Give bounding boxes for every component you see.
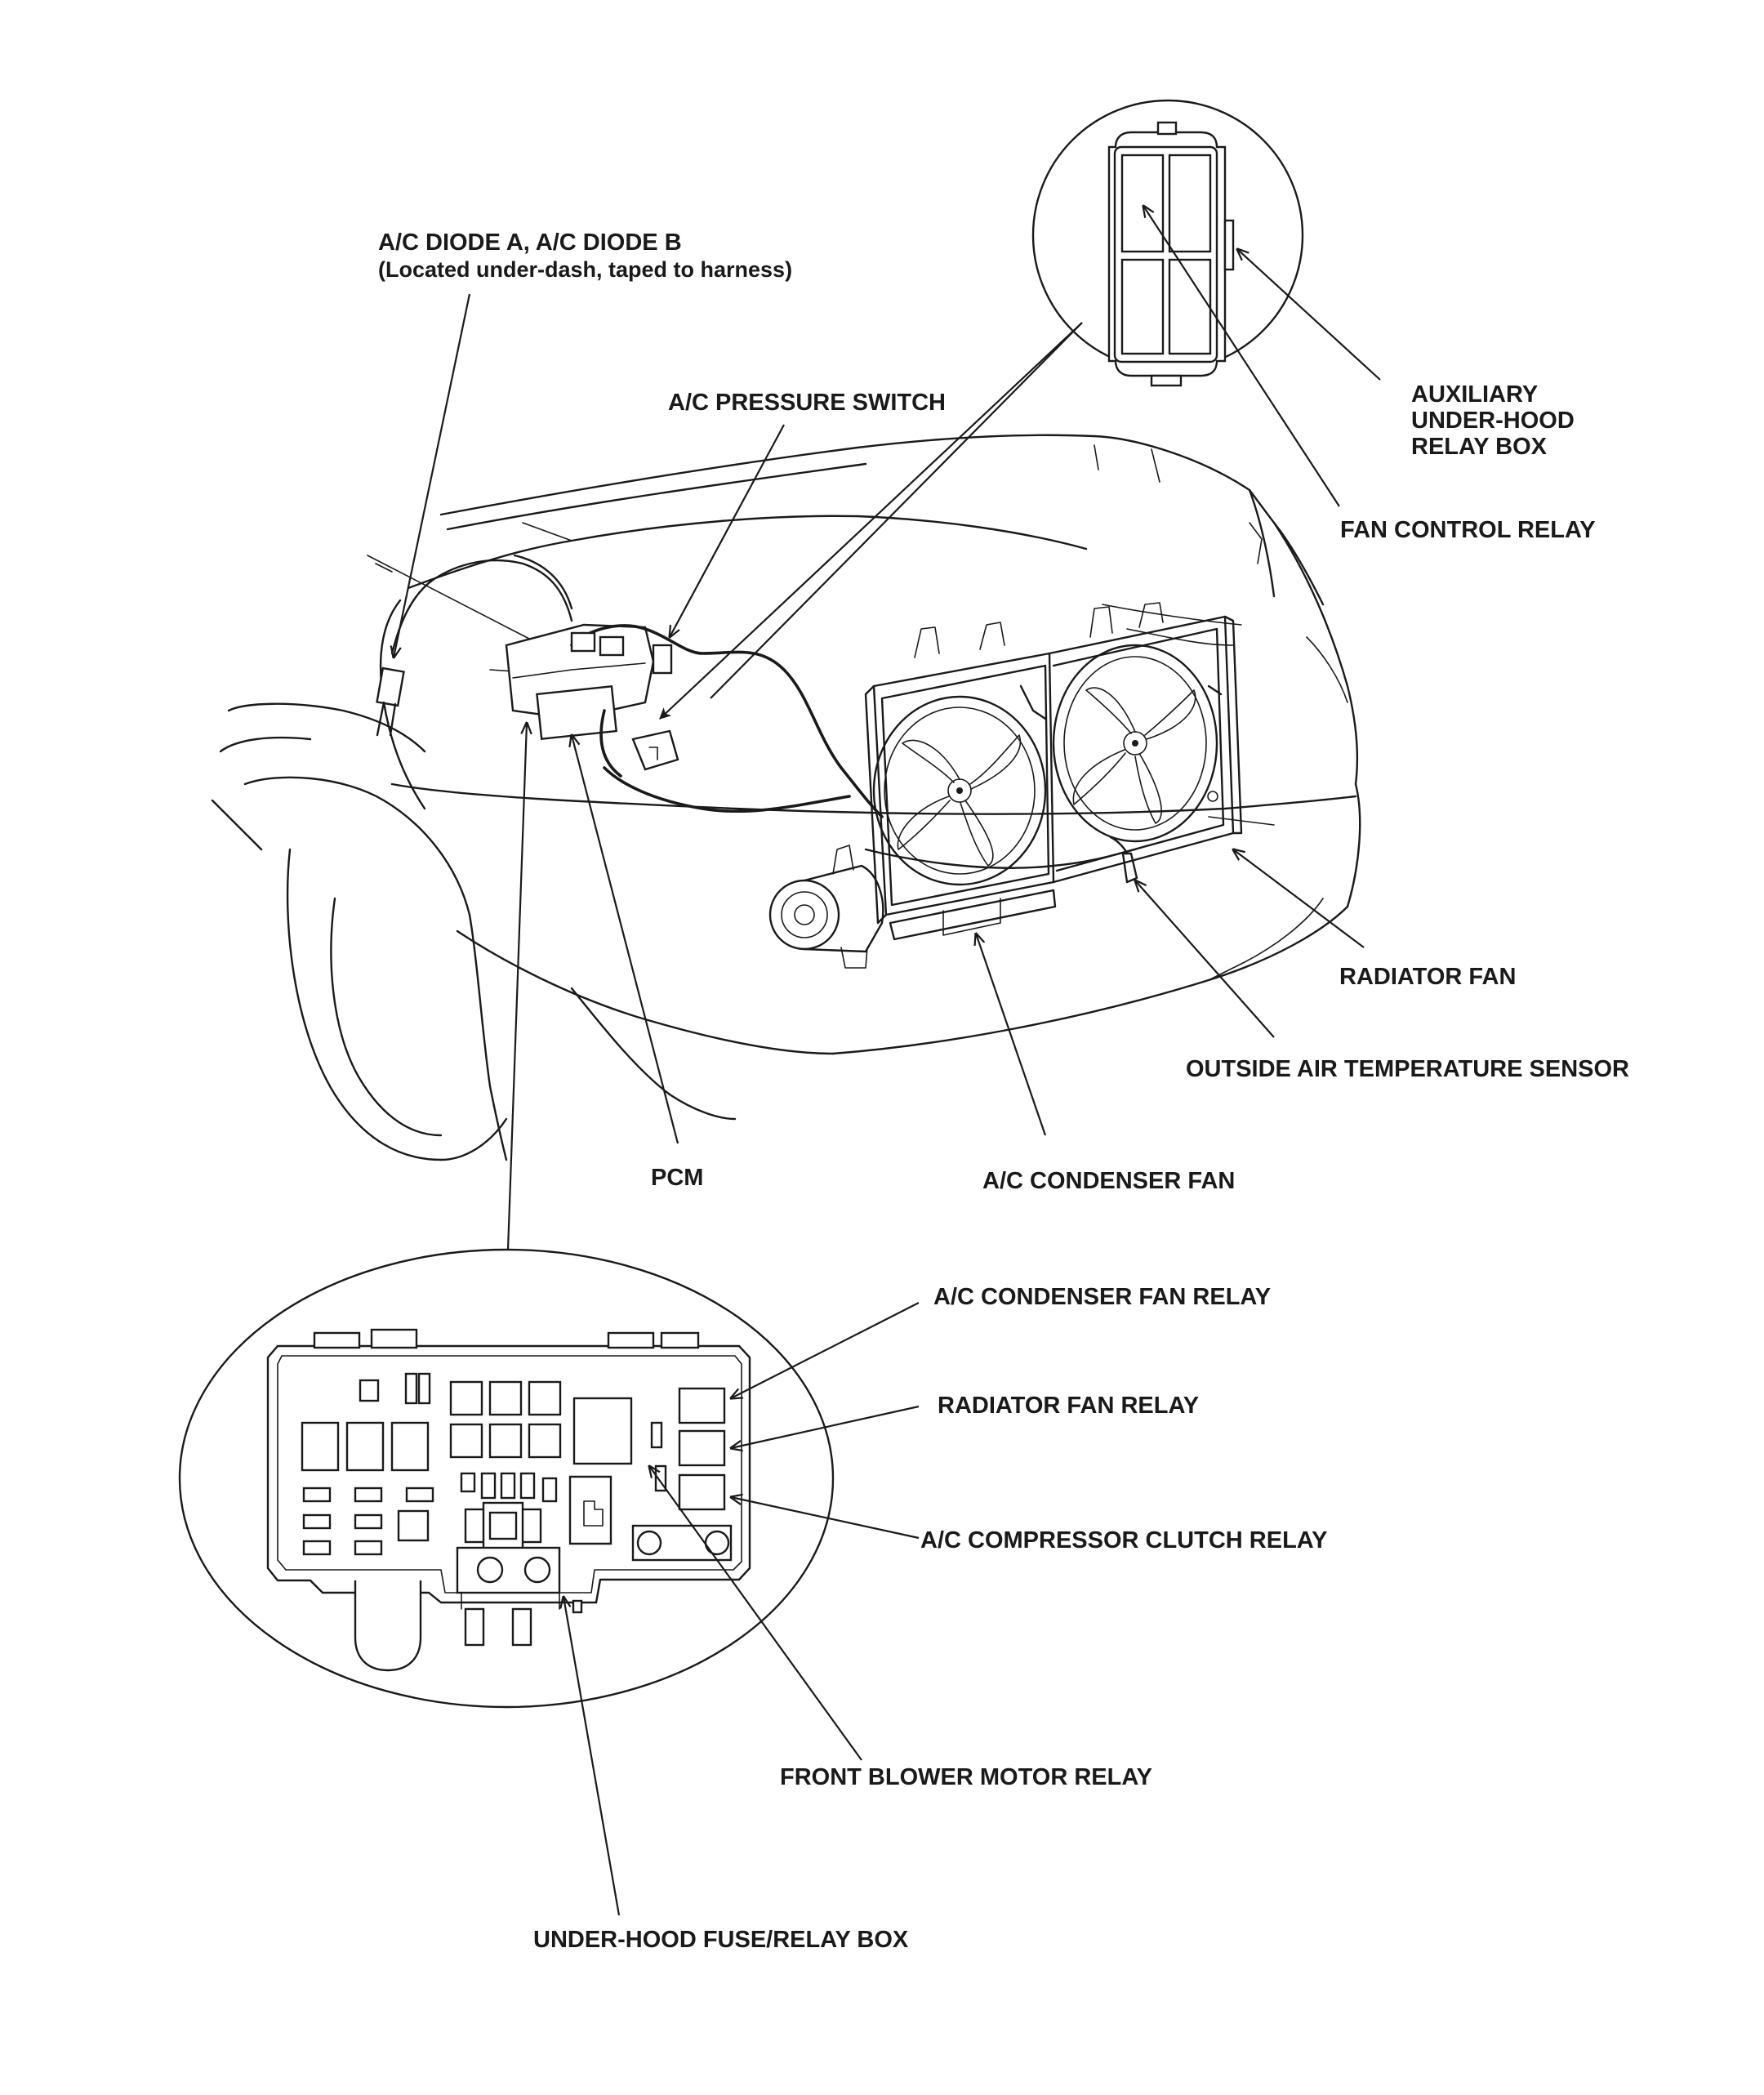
- label-ac-diode-note: (Located under-dash, taped to harness): [378, 257, 792, 282]
- leader-pressure-switch: [670, 424, 785, 637]
- detail-ellipse-bottom: [178, 1248, 835, 1709]
- leader-radiator-fan: [1233, 849, 1365, 948]
- fan-control-relay-slot: [1120, 154, 1165, 253]
- leader-fan-control-relay: [1143, 206, 1340, 507]
- leader-radiator-fan-relay: [731, 1405, 920, 1448]
- connector-a: [570, 631, 596, 653]
- label-ac-condenser-fan-relay: A/C CONDENSER FAN RELAY: [933, 1284, 1271, 1310]
- radiator-fan-ring: [1052, 644, 1218, 843]
- leader-condenser-fan-relay: [731, 1302, 920, 1398]
- label-pcm: PCM: [651, 1165, 703, 1191]
- leader-pcm: [572, 735, 679, 1144]
- vehicle-outline: [211, 434, 1361, 1161]
- leader-detail-circle-second: [710, 322, 1083, 699]
- leader-ellipse-to-car: [506, 723, 527, 1250]
- leader-outside-air-temp: [1135, 880, 1275, 1038]
- leader-front-blower-relay: [649, 1466, 862, 1761]
- label-ac-diode-title: A/C DIODE A, A/C DIODE B: [378, 230, 682, 256]
- engine-bay-components: [376, 554, 884, 969]
- label-auxiliary-1: AUXILIARY: [1411, 381, 1538, 408]
- leader-aux-relay-box: [1237, 249, 1381, 381]
- connector-b: [599, 635, 625, 657]
- auxiliary-relay-box-detail: [1031, 99, 1304, 387]
- label-radiator-fan-relay: RADIATOR FAN RELAY: [938, 1393, 1199, 1419]
- label-ac-pressure-switch: A/C PRESSURE SWITCH: [668, 390, 946, 416]
- label-fan-control-relay: FAN CONTROL RELAY: [1340, 517, 1596, 543]
- label-ac-compressor-clutch-relay: A/C COMPRESSOR CLUTCH RELAY: [920, 1527, 1327, 1553]
- diode-connector: [376, 666, 405, 707]
- ac-compressor-pulley: [768, 879, 840, 951]
- compressor-clutch-relay-slot: [678, 1473, 726, 1511]
- leader-fuse-relay-box: [564, 1597, 621, 1916]
- label-outside-air-temperature-sensor: OUTSIDE AIR TEMPERATURE SENSOR: [1186, 1056, 1629, 1082]
- label-under-hood-fuse-relay-box: UNDER-HOOD FUSE/RELAY BOX: [533, 1927, 909, 1953]
- label-front-blower-motor-relay: FRONT BLOWER MOTOR RELAY: [780, 1764, 1152, 1790]
- radiator-fan-relay-slot: [678, 1429, 726, 1467]
- leader-compressor-clutch-relay: [731, 1497, 920, 1540]
- pressure-switch-connector: [652, 644, 673, 675]
- label-auxiliary-3: RELAY BOX: [1411, 434, 1548, 460]
- leader-condenser-fan: [976, 934, 1047, 1136]
- bracket-block: [631, 729, 679, 771]
- condenser-fan-relay-slot: [678, 1387, 726, 1424]
- outside-air-temp-sensor: [1121, 852, 1138, 884]
- label-ac-condenser-fan: A/C CONDENSER FAN: [982, 1168, 1235, 1194]
- leader-detail-circle-to-car: [659, 322, 1083, 720]
- label-radiator-fan: RADIATOR FAN: [1339, 964, 1516, 990]
- leader-lines: [394, 206, 1381, 1916]
- leader-ac-diode: [394, 293, 471, 657]
- label-auxiliary-2: UNDER-HOOD: [1411, 408, 1575, 434]
- labels: A/C DIODE A, A/C DIODE B (Located under-…: [378, 230, 1629, 1953]
- condenser-fan-ring: [872, 695, 1047, 886]
- front-blower-motor-relay-slot: [572, 1397, 633, 1465]
- radiator-fan-assembly: [864, 602, 1243, 941]
- under-hood-fuse-box-detail: [178, 1248, 835, 1709]
